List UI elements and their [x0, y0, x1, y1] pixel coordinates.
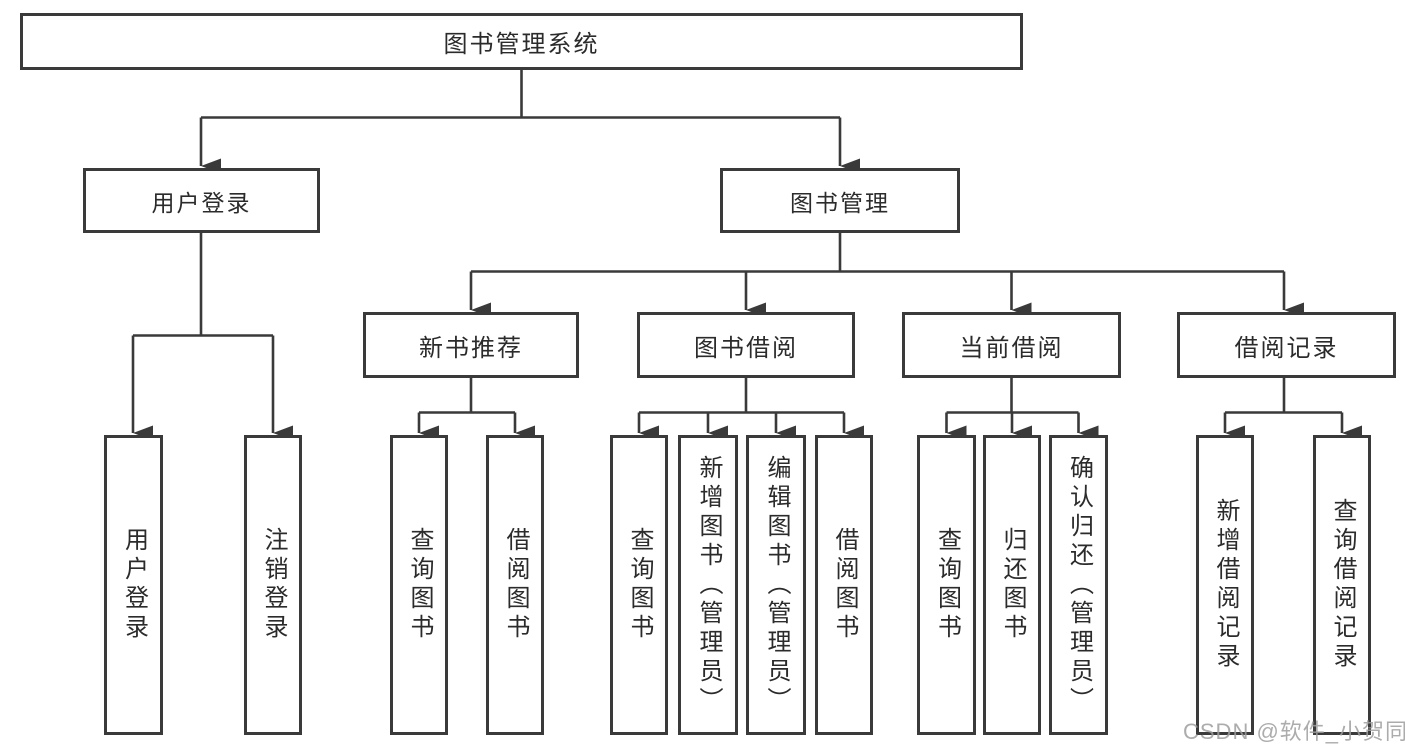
leaf-nb-borrow-books: 借阅图书	[486, 435, 544, 735]
leaf-cb-return-books-label: 归还图书	[999, 527, 1026, 643]
leaf-cb-return-books: 归还图书	[983, 435, 1041, 735]
node-book-borrowing-label: 图书借阅	[694, 334, 798, 362]
leaf-nb-query-books: 查询图书	[390, 435, 448, 735]
leaf-cb-query-books-label: 查询图书	[933, 527, 961, 643]
leaf-user-login-label: 用户登录	[120, 527, 148, 643]
leaf-bb-add-books-admin: 新增图书（管理员）	[678, 435, 738, 735]
leaf-logout: 注销登录	[244, 435, 302, 735]
node-borrow-records-label: 借阅记录	[1234, 334, 1339, 362]
node-new-book-recommend-label: 新书推荐	[419, 334, 523, 362]
node-book-borrowing: 图书借阅	[637, 312, 855, 378]
leaf-cb-query-books: 查询图书	[917, 435, 976, 735]
leaf-bb-borrow-books-label: 借阅图书	[831, 527, 858, 643]
leaf-bb-query-books: 查询图书	[610, 435, 668, 735]
node-book-management: 图书管理	[720, 168, 960, 233]
leaf-bb-query-books-label: 查询图书	[626, 527, 653, 643]
node-current-borrowing: 当前借阅	[902, 312, 1121, 378]
csdn-watermark: CSDN @软件_小贺同学	[1183, 719, 1405, 744]
leaf-bb-edit-books-admin: 编辑图书（管理员）	[746, 435, 806, 735]
leaf-nb-query-books-label: 查询图书	[406, 527, 433, 643]
leaf-bb-borrow-books: 借阅图书	[815, 435, 873, 735]
leaf-br-query-record-label: 查询借阅记录	[1329, 498, 1356, 672]
leaf-bb-edit-books-admin-label: 编辑图书（管理员）	[763, 454, 790, 716]
node-user-login: 用户登录	[83, 168, 320, 233]
leaf-bb-add-books-admin-label: 新增图书（管理员）	[695, 454, 722, 716]
leaf-nb-borrow-books-label: 借阅图书	[502, 527, 529, 643]
node-root-label: 图书管理系统	[443, 31, 600, 58]
node-user-login-label: 用户登录	[151, 189, 252, 216]
leaf-logout-label: 注销登录	[260, 527, 287, 643]
leaf-br-add-record: 新增借阅记录	[1196, 435, 1254, 735]
node-root-library-system: 图书管理系统	[20, 13, 1023, 70]
leaf-cb-confirm-return-admin: 确认归还（管理员）	[1049, 435, 1108, 735]
node-new-book-recommend: 新书推荐	[363, 312, 579, 378]
node-borrow-records: 借阅记录	[1177, 312, 1396, 378]
leaf-br-query-record: 查询借阅记录	[1313, 435, 1371, 735]
leaf-cb-confirm-return-admin-label: 确认归还（管理员）	[1065, 454, 1093, 716]
node-current-borrowing-label: 当前借阅	[959, 334, 1064, 362]
node-book-management-label: 图书管理	[790, 189, 890, 216]
leaf-user-login: 用户登录	[104, 435, 163, 735]
leaf-br-add-record-label: 新增借阅记录	[1212, 498, 1239, 672]
